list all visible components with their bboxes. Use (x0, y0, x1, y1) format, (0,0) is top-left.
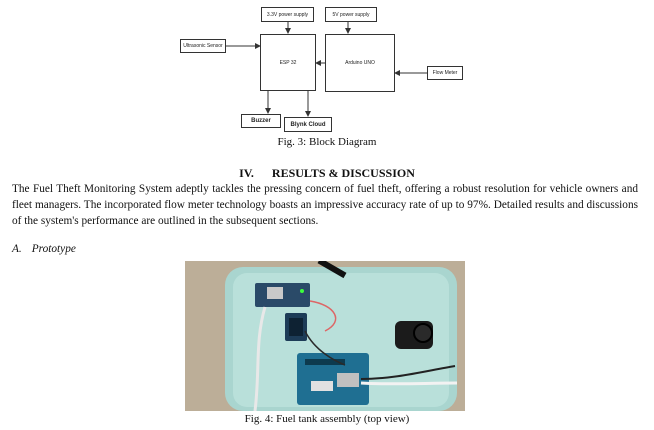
section-heading: IV. RESULTS & DISCUSSION (0, 166, 654, 181)
block-buzzer: Buzzer (241, 114, 281, 128)
subsection-letter: A. (12, 243, 22, 255)
antenna (317, 261, 347, 279)
subsection-heading: A. Prototype (12, 243, 76, 255)
block-ultrasonic-sensor: Ultrasonic Sensor (180, 39, 226, 53)
block-3v3-supply: 3.3V power supply (261, 7, 314, 22)
block-arduino-uno: Arduino UNO (325, 34, 395, 92)
figure-3-caption: Fig. 3: Block Diagram (277, 136, 377, 148)
block-flow-meter: Flow Meter (427, 66, 463, 80)
block-blynk-cloud: Blynk Cloud (284, 117, 332, 132)
section-paragraph: The Fuel Theft Monitoring System adeptly… (12, 183, 638, 227)
figure-4-caption: Fig. 4: Fuel tank assembly (top view) (244, 413, 410, 425)
section-title: RESULTS & DISCUSSION (271, 166, 415, 180)
prototype-illustration (185, 261, 465, 411)
diagram-connectors (226, 22, 427, 117)
subsection-title: Prototype (31, 243, 76, 255)
section-number: IV. (239, 166, 254, 180)
block-esp32: ESP 32 (260, 34, 316, 91)
block-diagram: 3.3V power supply 5V power supply Ultras… (0, 0, 654, 140)
block-5v-supply: 5V power supply (325, 7, 377, 22)
prototype-photo (185, 261, 465, 411)
arduino-board (297, 353, 369, 405)
